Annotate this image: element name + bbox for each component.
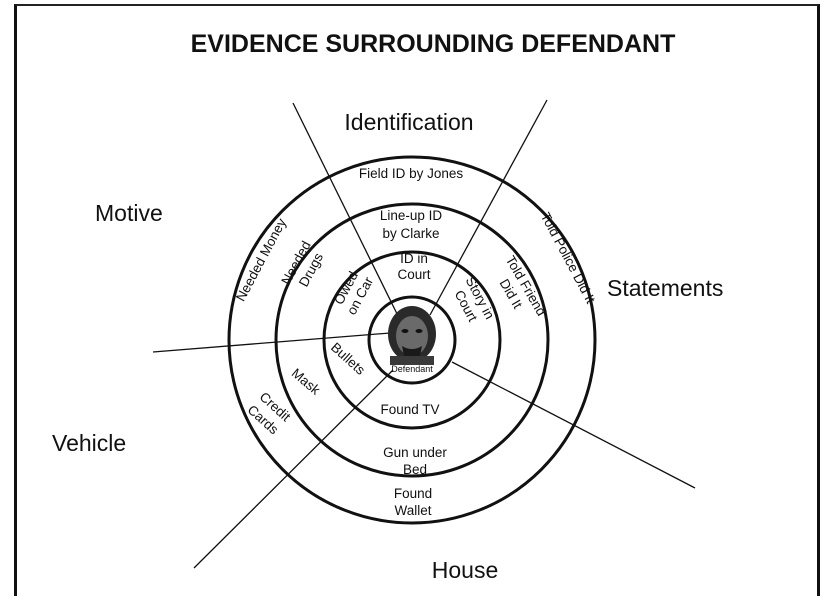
evidence-lineup-line2: by Clarke [382,226,439,241]
inner-ring [322,250,502,430]
evidence-told-police: Told Police Did It [538,210,599,306]
evidence-wallet-line1: Found [394,486,432,501]
outer-ring [227,155,597,525]
evidence-bullets: Bullets [328,340,368,378]
evidence-gun-line1: Gun under [383,445,447,460]
divider-house-statements [451,361,696,489]
slide-frame [14,4,820,596]
category-statements: Statements [607,275,723,301]
divider-motive-vehicle [152,332,391,353]
divider-vehicle-house [193,369,394,569]
evidence-wallet-line2: Wallet [394,503,431,518]
category-vehicle: Vehicle [52,430,126,456]
category-motive: Motive [95,200,163,226]
divider-motive-identification [292,102,405,329]
divider-identification-statements [429,99,548,316]
evidence-id-court-line1: ID in [400,251,428,266]
evidence-field-id: Field ID by Jones [359,166,464,181]
middle-ring [274,202,550,478]
evidence-mask: Mask [289,365,324,397]
category-house: House [432,557,498,583]
evidence-id-court-line2: Court [397,267,430,282]
defendant-label: Defendant [391,364,433,374]
category-identification: Identification [344,109,473,135]
evidence-needed-money: Needed Money [233,216,289,304]
diagram-title: EVIDENCE SURROUNDING DEFENDANT [191,30,676,58]
evidence-found-tv: Found TV [380,402,439,417]
defendant-photo [388,306,436,365]
evidence-lineup-line1: Line-up ID [380,208,443,223]
evidence-gun-line2: Bed [403,462,427,477]
